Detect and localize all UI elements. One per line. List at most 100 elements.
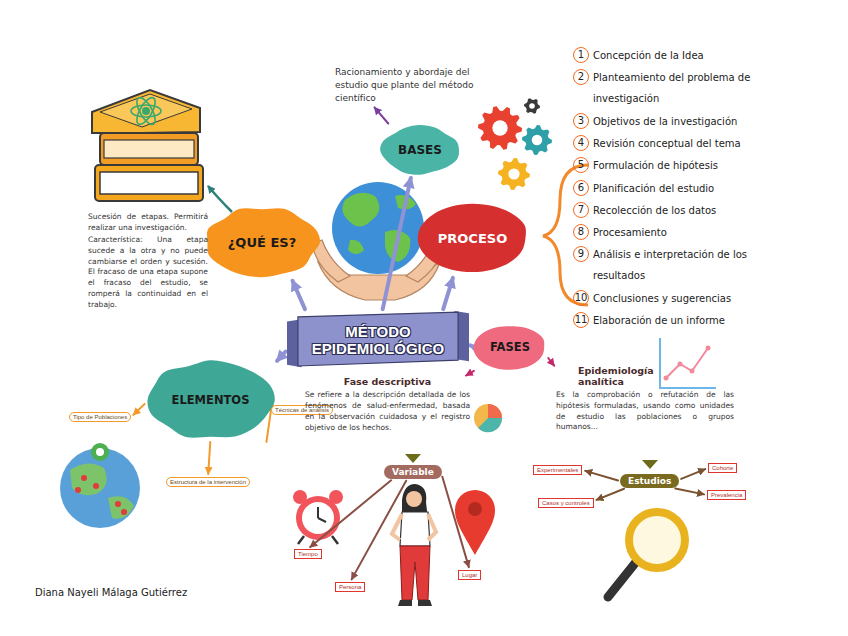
blob-shape-part [380, 125, 459, 175]
books-illustration [92, 90, 203, 201]
globe-illustration-part [348, 240, 364, 254]
variable-tag: Tiempo [294, 549, 322, 559]
callout-number: 10 [573, 290, 589, 306]
globe-illustration-part [342, 193, 379, 227]
step-item: 4Revisión conceptual del tema [573, 133, 783, 154]
line-chart-icon [660, 338, 716, 388]
globe-illustration-part [332, 182, 424, 274]
phase-title: Fase descriptiva [305, 377, 470, 388]
books-illustration-part [142, 107, 150, 115]
small-globe-illustration-part [121, 509, 127, 515]
pointer-triangle [642, 460, 658, 469]
line-chart-icon-part [666, 348, 708, 378]
woman-figure-part [428, 514, 436, 540]
connector-arrow [383, 178, 411, 309]
line-chart-icon-part [664, 376, 669, 381]
alarm-clock-icon-part [296, 496, 340, 540]
step-item: 5Formulación de hipótesis [573, 155, 783, 176]
pointer-arrow [208, 186, 232, 212]
alarm-clock-icon-part [298, 536, 304, 544]
line-chart-icon-part [706, 346, 711, 351]
study-pill: Estudios [620, 474, 679, 488]
books-illustration-part [133, 95, 158, 127]
books-illustration-part [133, 95, 158, 127]
callout-number: 1 [573, 47, 589, 63]
magnifier-icon-part [608, 562, 636, 597]
label-text: Se refiere a la descripción detallada de… [305, 390, 470, 434]
connector-arrow [277, 352, 286, 361]
study-tag: Prevalencia [707, 490, 746, 500]
variable-tag: Lugar [458, 570, 481, 580]
step-item: 2Planteamiento del problema de investiga… [573, 67, 783, 109]
study-tag: Cohorte [708, 463, 737, 473]
connector-arrow [352, 481, 407, 580]
woman-figure-part [398, 600, 432, 606]
location-pin-icon [455, 490, 495, 555]
gears-illustration-part [508, 168, 519, 179]
label-text: BASES [398, 143, 442, 157]
variable-tag: Persona [335, 582, 365, 592]
phase-title: Epidemiología analítica [556, 366, 678, 388]
connector-arrow [293, 281, 305, 309]
label-text: PROCESO [438, 231, 507, 246]
magnifier-icon-part [629, 512, 685, 568]
label-text: ELEMENTOS [172, 393, 250, 407]
magnifier-icon [608, 512, 685, 597]
label-text: Conclusiones y sugerencias [593, 288, 783, 309]
gears-illustration-part [532, 135, 543, 146]
connector-arrow [548, 358, 554, 366]
note-text: Racionamiento y abordaje del estudio que… [335, 66, 485, 105]
label-text: Estudios [628, 476, 671, 486]
note-text: Sucesión de etapas. Permitirá realizar u… [88, 212, 208, 311]
connector-arrow [466, 371, 474, 376]
label-text: Revisión conceptual del tema [593, 133, 783, 154]
callout-number: 5 [573, 157, 589, 173]
small-globe-illustration-part [93, 483, 99, 489]
alarm-clock-icon-part [318, 518, 326, 522]
step-item: 8Procesamiento [573, 222, 783, 243]
connector-arrow [442, 477, 468, 567]
books-illustration-part [95, 165, 203, 201]
callout-number: 7 [573, 202, 589, 218]
label-text: Tiempo [298, 551, 318, 557]
small-globe-illustration-part [96, 448, 104, 456]
label-text: Estructura de la intervención [170, 479, 246, 485]
label-text: Prevalencia [711, 492, 742, 498]
callout-number: 11 [573, 312, 589, 328]
step-item: 1Concepción de la Idea [573, 45, 783, 66]
blob-shape-part [207, 208, 320, 277]
phase-text: Epidemiología analíticaEs la comprobació… [556, 366, 734, 433]
label-text: Variable [392, 467, 434, 477]
bracket [543, 165, 588, 305]
books-illustration-part [92, 90, 200, 133]
topic-blob: FASES [473, 324, 547, 370]
pointer-triangle [405, 454, 421, 463]
connector-arrow [585, 471, 618, 481]
alarm-clock-icon-part [332, 536, 338, 544]
small-globe-illustration-part [108, 496, 134, 519]
books-illustration-part [131, 105, 161, 117]
pie-chart-icon-part [478, 418, 502, 432]
line-chart-icon-part [678, 362, 683, 367]
connector-arrow [443, 278, 453, 309]
ribbon-shape-part [298, 312, 458, 366]
alarm-clock-icon-part [302, 502, 334, 534]
topic-blob: ELEMENTOS [146, 360, 275, 440]
element-tag: Tipo de Poblaciones [69, 412, 131, 422]
label-text: Análisis e interpretación de los resulta… [593, 244, 783, 286]
title-ribbon: MÉTODO EPIDEMIOLÓGICO [287, 311, 469, 370]
label-text: Formulación de hipótesis [593, 155, 783, 176]
label-text: Sucesión de etapas. Permitirá realizar u… [88, 212, 208, 234]
callout-number: 6 [573, 180, 589, 196]
connector-arrow [675, 488, 704, 494]
books-illustration-part [100, 133, 198, 165]
callout-number: 3 [573, 113, 589, 129]
gears-illustration-part [522, 125, 552, 155]
gears-illustration-part [492, 120, 507, 135]
books-illustration-part [100, 94, 192, 127]
label-text: Elaboración de un informe [593, 310, 783, 331]
label-text: Experimentales [537, 467, 578, 473]
label-text: Objetivos de la investigación [593, 111, 783, 132]
connector-arrow [681, 469, 705, 479]
line-chart-icon-part [660, 338, 716, 388]
